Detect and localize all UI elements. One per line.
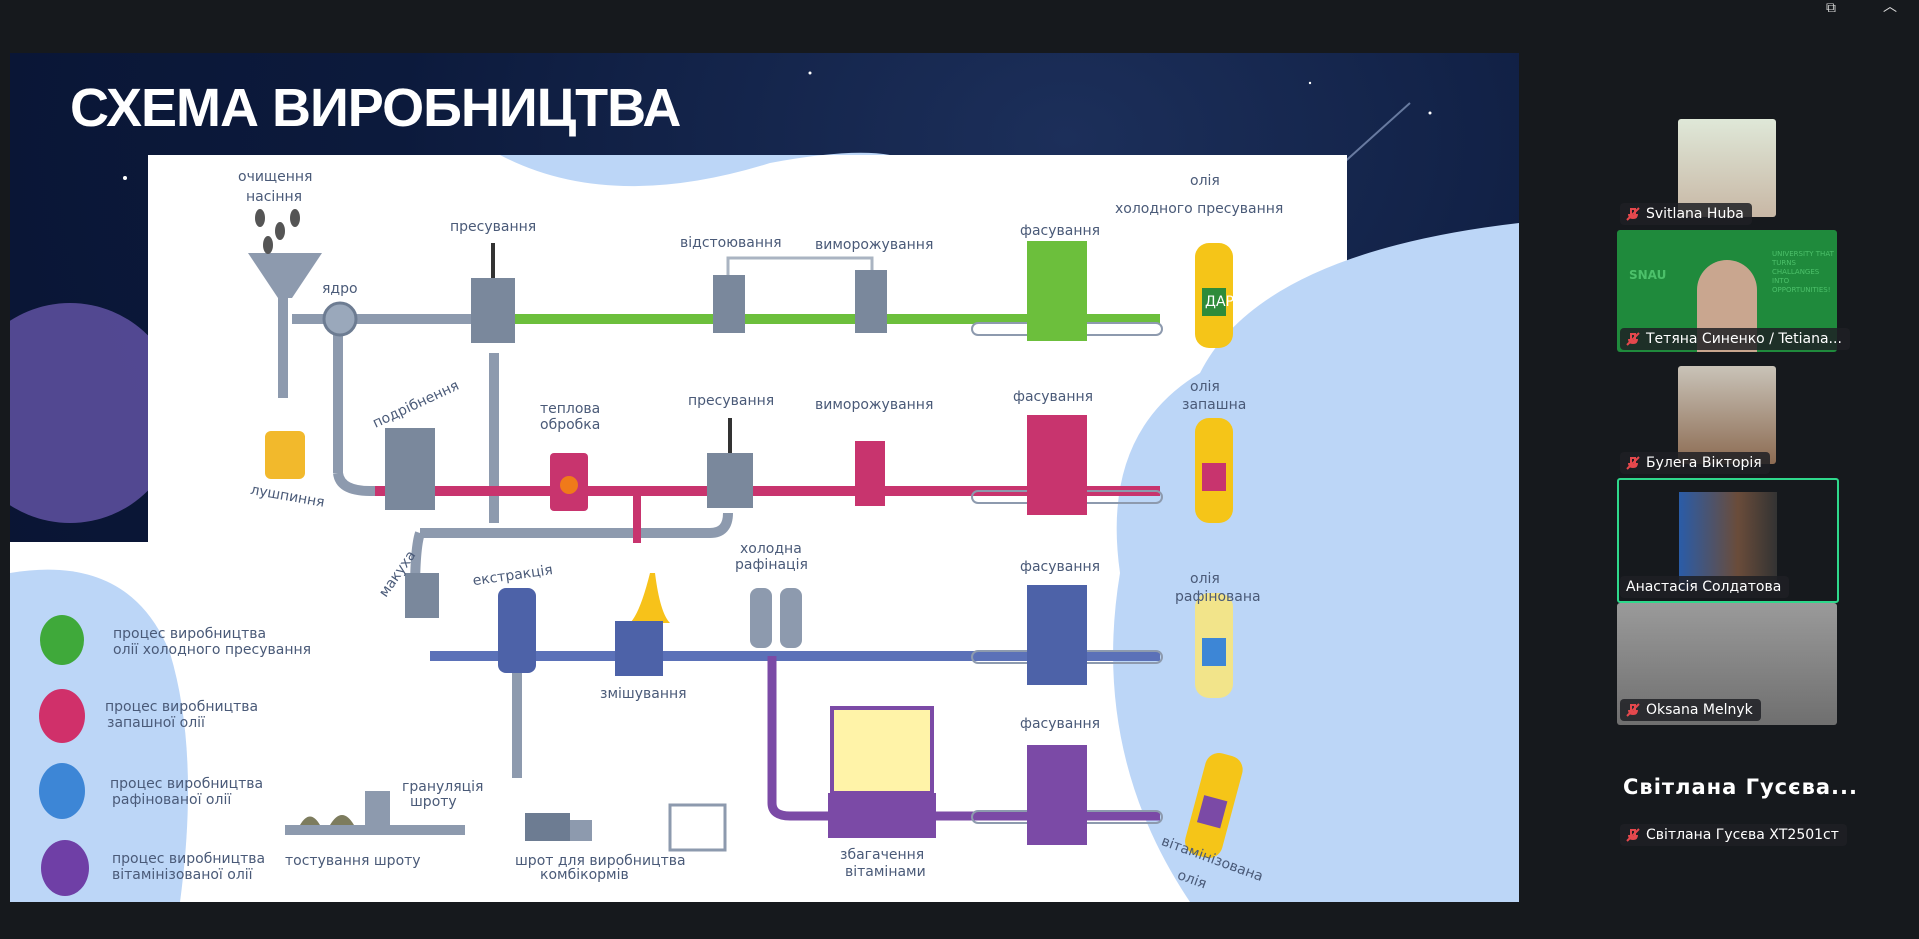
diagram-label: процес виробництва (112, 851, 265, 867)
chevron-up-icon[interactable]: ︿ (1883, 0, 1897, 15)
participant-display-name[interactable]: Світлана Гусєва... (1623, 775, 1858, 799)
diagram-label: комбікормів (540, 867, 629, 883)
diagram-label: рафінована (1175, 589, 1261, 605)
diagram-label: фасування (1020, 223, 1100, 239)
diagram-label: олія (1190, 379, 1220, 395)
packing-machine-2 (1027, 415, 1087, 515)
brand-label: ДАР (1205, 294, 1234, 310)
diagram-label: олія (1190, 571, 1220, 587)
diagram-label: грануляція (402, 779, 483, 795)
diagram-label: виморожування (815, 397, 933, 413)
diagram-label: процес виробництва (110, 776, 263, 792)
diagram-label: Світлана Гусєва ХТ2501ст (1646, 827, 1839, 843)
participant-label: Oksana Melnyk (1620, 699, 1761, 721)
slide-title: СХЕМА ВИРОБНИЦТВА (70, 78, 681, 138)
legend-blue-dot (39, 763, 85, 819)
grinder (385, 428, 435, 510)
settling-tank (713, 275, 745, 333)
mic-muted-icon (1626, 703, 1640, 717)
diagram-label: пресування (450, 219, 536, 235)
diagram-label: змішування (600, 686, 687, 702)
legend-green-dot (40, 615, 84, 665)
diagram-label: шрот для виробництва (515, 853, 686, 869)
diagram-label: UNIVERSITY THAT TURNS CHALLANGES INTO OP… (1772, 250, 1834, 294)
snau-logo: SNAU (1629, 268, 1667, 282)
diagram-label: виморожування (815, 237, 933, 253)
cold-refining-tank-a (750, 588, 772, 648)
production-diagram: ДАР очищення насіння ядро пресування від… (10, 152, 1519, 902)
diagram-label: холодна (740, 541, 802, 557)
diagram-label: вітамінізованої олії (112, 867, 253, 883)
participant-video-svitlana-huba[interactable] (1678, 119, 1776, 217)
planet (10, 303, 180, 523)
packing-machine-4 (1027, 745, 1087, 845)
participant-label: Тетяна Синенко / Tetiana... (1620, 328, 1850, 350)
diagram-label: тостування шроту (285, 853, 421, 869)
mic-muted-icon (1626, 332, 1640, 346)
diagram-label: теплова (540, 401, 600, 417)
diagram-label: Oksana Melnyk (1646, 702, 1753, 718)
diagram-label: насіння (246, 189, 302, 205)
press-machine-1 (471, 278, 515, 343)
meal-truck (525, 813, 570, 841)
mic-muted-icon (1626, 207, 1640, 221)
participant-label: Булега Вікторія (1620, 452, 1770, 474)
packing-machine-1 (1027, 241, 1087, 341)
diagram-label: шроту (410, 794, 457, 810)
mic-muted-icon (1626, 828, 1640, 842)
diagram-label: фасування (1020, 716, 1100, 732)
mixing-tank (615, 621, 663, 676)
kernel-separator (322, 301, 358, 337)
diagram-label: Svitlana Huba (1646, 206, 1744, 222)
diagram-label: запашна (1182, 397, 1246, 413)
diagram-label: запашної олії (107, 715, 205, 731)
seed-cleaning-funnel (248, 253, 322, 298)
diagram-label: Тетяна Синенко / Tetiana... (1646, 331, 1842, 347)
diagram-label: олії холодного пресування (113, 642, 311, 658)
purple-process-line (767, 656, 1160, 821)
packing-machine-3 (1027, 585, 1087, 685)
diagram-label: збагачення (840, 847, 924, 863)
participant-label: Svitlana Huba (1620, 203, 1752, 225)
diagram-label: фасування (1020, 559, 1100, 575)
oil-bottles (1185, 243, 1243, 858)
participant-label: Світлана Гусєва ХТ2501ст (1620, 824, 1847, 846)
diagram-label: процес виробництва (113, 626, 266, 642)
legend: процес виробництва олії холодного пресув… (39, 615, 311, 896)
diagram-label: Булега Вікторія (1646, 455, 1762, 471)
diagram-label: ядро (322, 281, 358, 297)
popout-icon[interactable]: ⧉ (1826, 0, 1836, 16)
freezing-tank-1 (855, 270, 887, 333)
freezing-tank-2 (855, 441, 885, 506)
diagram-label: фасування (1013, 389, 1093, 405)
diagram-label: рафінація (735, 557, 808, 573)
participant-video-bulega[interactable] (1678, 366, 1776, 464)
diagram-label: Анастасія Солдатова (1626, 579, 1782, 595)
mic-muted-icon (1626, 456, 1640, 470)
diagram-label: холодного пресування (1115, 201, 1283, 217)
farm-shed (668, 803, 727, 852)
legend-pink-dot (39, 689, 85, 743)
toasting-conveyor (285, 825, 465, 835)
vitamin-enrichment-tank (828, 793, 936, 838)
diagram-label: очищення (238, 169, 312, 185)
shared-screen-slide: СХЕМА ВИРОБНИЦТВА (10, 53, 1519, 902)
diagram-label: відстоювання (680, 235, 782, 251)
diagram-label: пресування (688, 393, 774, 409)
diagram-label: процес виробництва (105, 699, 258, 715)
cake-container (405, 573, 439, 618)
husk-bag (265, 431, 305, 479)
participant-label: Анастасія Солдатова (1620, 576, 1790, 598)
legend-purple-dot (41, 840, 89, 896)
diagram-label: олія (1190, 173, 1220, 189)
extraction-column (498, 588, 536, 673)
cold-refining-tank-b (780, 588, 802, 648)
diagram-label: вітамінами (845, 864, 926, 880)
press-machine-2 (707, 453, 753, 508)
diagram-label: обробка (540, 417, 600, 433)
diagram-label: рафінованої олії (112, 792, 231, 808)
